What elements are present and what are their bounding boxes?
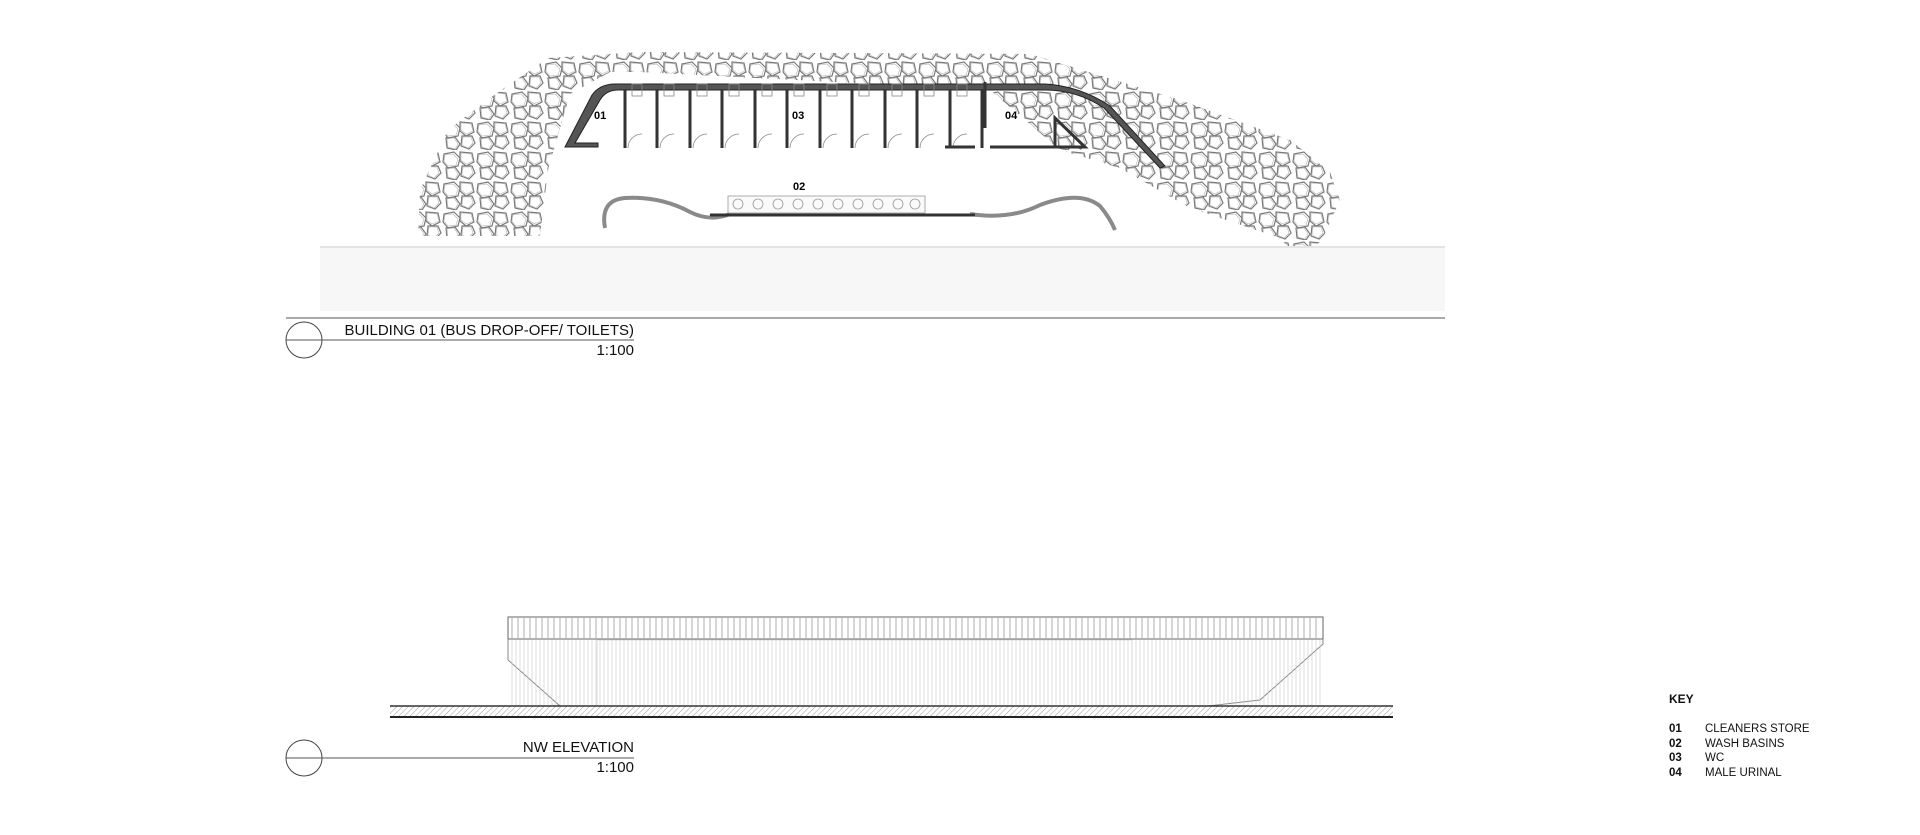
basin-counter-wall (602, 195, 1117, 231)
drawing-scale-plan: 1:100 (596, 342, 634, 359)
wc-fixtures (627, 83, 968, 149)
urinal-room-walls (945, 82, 1089, 149)
elevation-underside (511, 640, 1321, 705)
key-label: CLEANERS STORE (1705, 723, 1810, 736)
key-label: WASH BASINS (1705, 737, 1785, 750)
drawing-title-plan: BUILDING 01 (BUS DROP-OFF/ TOILETS) (344, 322, 635, 339)
room-label-03: 03 (792, 110, 804, 122)
drawing-title-elevation: NW ELEVATION (522, 739, 634, 756)
key-row: 01 CLEANERS STORE (1669, 722, 1810, 737)
wc-partitions (623, 90, 984, 148)
elevation-canopy (507, 616, 1324, 707)
room-label-02: 02 (793, 181, 805, 193)
key-label: MALE URINAL (1705, 766, 1782, 779)
stone-landscape (418, 52, 1340, 260)
room-key: KEY 01 CLEANERS STORE 02 WASH BASINS 03 … (1669, 692, 1810, 780)
building-outline (564, 83, 1166, 169)
key-row: 03 WC (1669, 751, 1810, 766)
drawing-title-block-elevation: NW ELEVATION 1:100 (330, 738, 634, 778)
ground-band (320, 246, 1445, 311)
room-label-01: 01 (594, 110, 606, 122)
key-number: 02 (1669, 737, 1682, 750)
key-number: 03 (1669, 752, 1682, 765)
basin-counter (727, 195, 926, 214)
drawing-title-block-plan: BUILDING 01 (BUS DROP-OFF/ TOILETS) 1:10… (330, 320, 635, 360)
wash-basins (732, 198, 921, 210)
drawing-scale-elevation: 1:100 (596, 759, 634, 776)
key-title: KEY (1669, 692, 1694, 706)
key-label: WC (1705, 752, 1725, 765)
key-number: 04 (1669, 766, 1682, 779)
elevation-ground (390, 705, 1393, 718)
key-number: 01 (1669, 723, 1682, 736)
key-row: 02 WASH BASINS (1669, 737, 1810, 752)
room-label-04: 04 (1005, 110, 1018, 122)
key-row: 04 MALE URINAL (1669, 766, 1810, 781)
